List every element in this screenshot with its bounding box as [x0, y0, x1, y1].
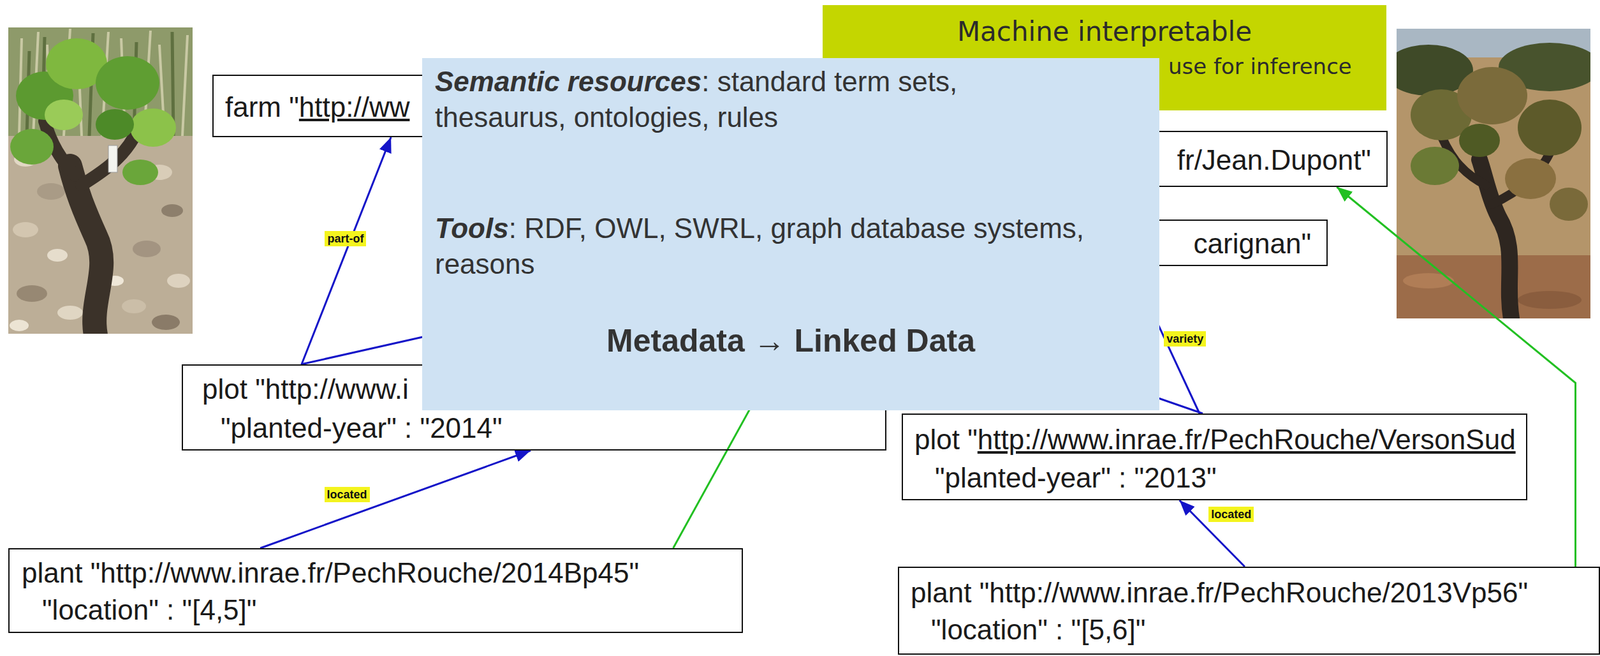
connector: [301, 137, 391, 365]
edge-label: part-of: [324, 230, 367, 247]
text-row: farm "http://ww: [225, 88, 410, 126]
node-text: carignan": [1193, 227, 1312, 259]
text-row: Tools: RDF, OWL, SWRL, graph database sy…: [434, 210, 1150, 282]
node-text: plant "http://www.inrae.fr/PechRouche/20…: [21, 556, 639, 588]
node-text: Machine interpretable: [957, 15, 1252, 48]
text-row: Machine interpretable: [822, 14, 1387, 50]
resource-box: plant "http://www.inrae.fr/PechRouche/20…: [8, 547, 743, 633]
connector: [1336, 186, 1576, 567]
node-text: "location" : "[5,6]": [931, 613, 1146, 645]
node-text: "location" : "[4,5]": [42, 593, 257, 625]
text-row: "location" : "[5,6]": [931, 610, 1146, 648]
node-text: plot "http://www.i: [202, 373, 409, 405]
text-row: "planted-year" : "2013": [934, 459, 1217, 497]
resource-box: plot "http://www.inrae.fr/PechRouche/Ver…: [901, 413, 1528, 500]
edge-label: variety: [1163, 330, 1206, 347]
edge-label: located: [1208, 506, 1254, 522]
text-row: "location" : "[4,5]": [42, 591, 257, 629]
link-stub: [300, 335, 429, 365]
node-text: "planted-year" : "2013": [934, 461, 1217, 493]
vine-photo: [8, 27, 193, 334]
text-row: plot "http://www.inrae.fr/PechRouche/Ver…: [914, 420, 1516, 458]
text-row: Semantic resources: standard term sets, …: [434, 63, 1048, 136]
node-text: fr/Jean.Dupont": [1177, 144, 1372, 176]
overlay-panel: Semantic resources: standard term sets, …: [422, 58, 1160, 411]
text-row: "planted-year" : "2014": [220, 409, 503, 447]
node-text: : RDF, OWL, SWRL, graph database systems…: [434, 212, 1085, 280]
text-row: plot "http://www.i: [202, 370, 409, 408]
resource-box: plant "http://www.inrae.fr/PechRouche/20…: [897, 566, 1600, 655]
node-text: Semantic resources: [434, 65, 702, 97]
text-row: fr/Jean.Dupont": [1177, 141, 1372, 179]
node-text: farm ": [225, 91, 300, 123]
text-row: Metadata → Linked Data: [422, 322, 1160, 360]
node-text: http://www.inrae.fr/PechRouche/VersonSud: [977, 423, 1516, 455]
node-text: Metadata → Linked Data: [606, 322, 976, 359]
node-text: plant "http://www.inrae.fr/PechRouche/20…: [910, 576, 1528, 608]
vine-photo: [1396, 28, 1591, 319]
text-row: use for inference: [1168, 52, 1352, 81]
node-text: Tools: [434, 212, 509, 244]
node-text: "planted-year" : "2014": [220, 411, 503, 444]
connector: [260, 450, 531, 548]
text-row: carignan": [1193, 225, 1312, 263]
node-text: http://ww: [299, 91, 411, 123]
node-text: use for inference: [1168, 53, 1352, 80]
node-text: plot ": [914, 423, 978, 455]
text-row: plant "http://www.inrae.fr/PechRouche/20…: [21, 554, 639, 592]
text-row: plant "http://www.inrae.fr/PechRouche/20…: [910, 573, 1528, 611]
edge-label: located: [324, 486, 370, 502]
